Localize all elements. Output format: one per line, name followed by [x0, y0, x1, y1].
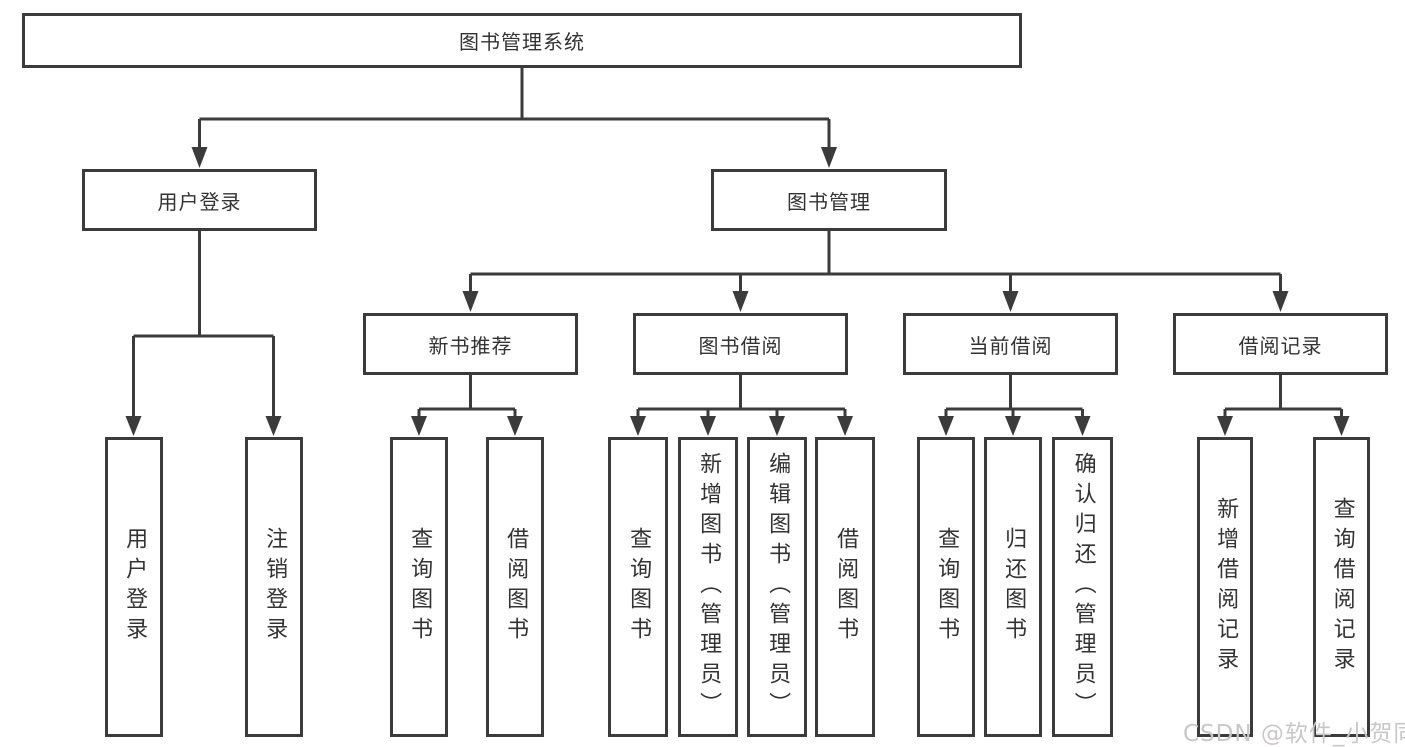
node-label: 新书推荐 [428, 333, 513, 358]
leaf-add-book-admin: 新增图书（管理员） [678, 437, 738, 737]
leaf-borrow-book: 借阅图书 [815, 437, 875, 737]
node-book-management: 图书管理 [711, 169, 947, 231]
node-borrow-records: 借阅记录 [1173, 313, 1388, 375]
node-label: 借阅记录 [1238, 333, 1323, 358]
node-new-book-recommend: 新书推荐 [363, 313, 578, 375]
leaf-logout: 注销登录 [245, 437, 303, 737]
leaf-label: 新增图书（管理员） [696, 452, 722, 722]
leaf-query-book: 查询图书 [608, 437, 668, 737]
leaf-label: 查询图书 [626, 527, 652, 647]
leaf-borrow-book: 借阅图书 [486, 437, 544, 737]
leaf-label: 新增借阅记录 [1213, 497, 1239, 677]
leaf-query-book: 查询图书 [917, 437, 975, 737]
node-label: 图书管理 [787, 189, 871, 214]
leaf-label: 确认归还（管理员） [1070, 452, 1096, 722]
node-label: 图书管理系统 [459, 30, 585, 54]
csdn-watermark: CSDN @软件_小贺同学 [1183, 721, 1405, 747]
leaf-label: 借阅图书 [503, 527, 529, 647]
leaf-label: 查询图书 [934, 527, 960, 647]
leaf-return-book: 归还图书 [984, 437, 1042, 737]
leaf-label: 借阅图书 [833, 527, 859, 647]
leaf-query-borrow-record: 查询借阅记录 [1313, 437, 1370, 737]
node-label: 当前借阅 [968, 333, 1053, 358]
node-book-borrow: 图书借阅 [633, 313, 848, 375]
leaf-label: 查询图书 [407, 527, 433, 647]
node-label: 图书借阅 [698, 333, 783, 358]
leaf-query-book: 查询图书 [390, 437, 448, 737]
leaf-user-login: 用户登录 [105, 437, 163, 737]
node-library-management-system: 图书管理系统 [22, 13, 1022, 68]
leaf-edit-book-admin: 编辑图书（管理员） [747, 437, 807, 737]
leaf-label: 编辑图书（管理员） [765, 452, 791, 722]
leaf-label: 用户登录 [122, 527, 148, 647]
leaf-confirm-return-admin: 确认归还（管理员） [1052, 437, 1113, 737]
leaf-label: 查询借阅记录 [1329, 497, 1355, 677]
leaf-add-borrow-record: 新增借阅记录 [1197, 437, 1253, 737]
node-current-borrow: 当前借阅 [903, 313, 1118, 375]
node-user-login-branch: 用户登录 [82, 169, 317, 231]
node-label: 用户登录 [157, 189, 242, 214]
leaf-label: 归还图书 [1001, 527, 1027, 647]
leaf-label: 注销登录 [262, 527, 288, 647]
